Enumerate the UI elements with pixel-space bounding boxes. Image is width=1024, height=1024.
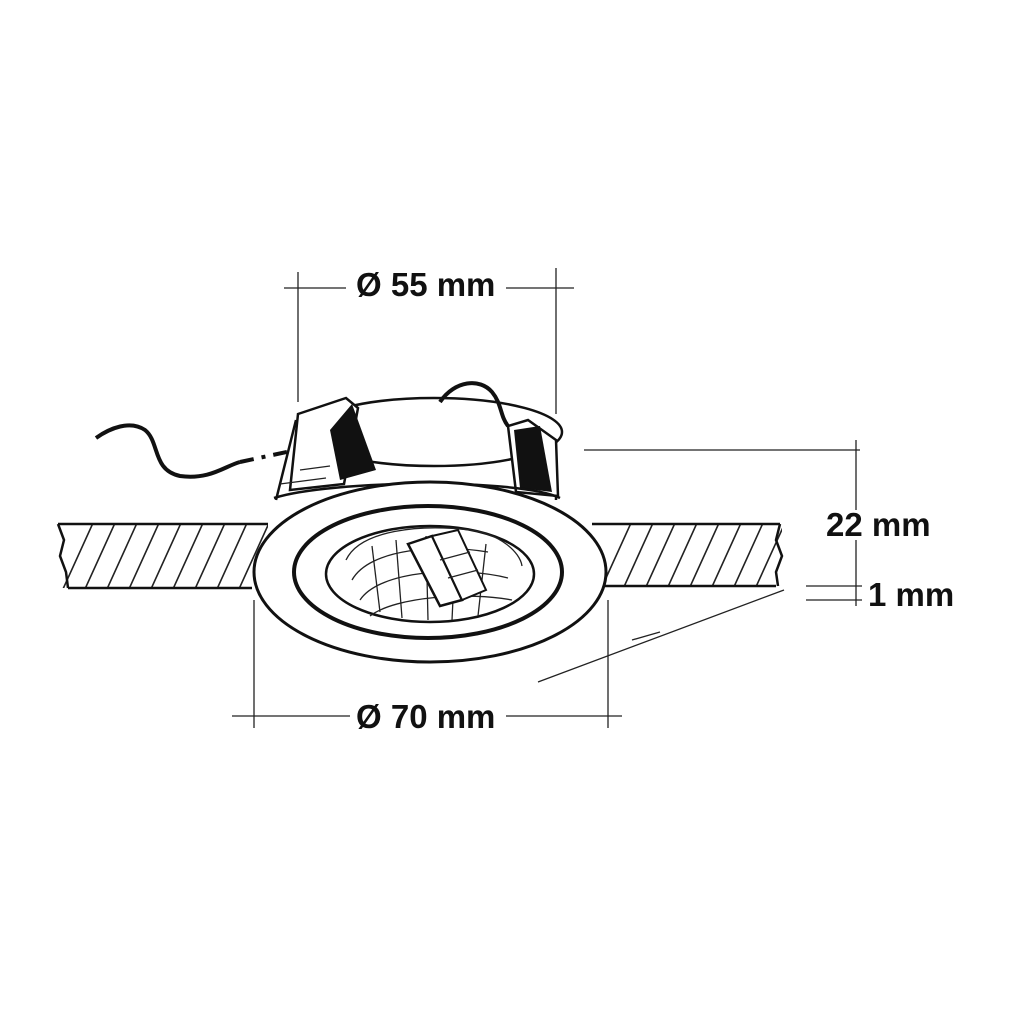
power-cable <box>94 381 510 479</box>
dimension-height <box>584 440 860 606</box>
height-label: 22 mm <box>826 506 931 543</box>
ceiling-board-right <box>592 522 784 588</box>
dimension-top-diameter <box>284 268 574 414</box>
ceiling-board-left <box>56 522 268 590</box>
dimension-bottom-diameter <box>232 600 622 728</box>
bottom-diameter-label: Ø 70 mm <box>356 698 495 735</box>
light-housing <box>273 396 564 501</box>
top-diameter-label: Ø 55 mm <box>356 266 495 303</box>
dimension-rim-thickness <box>537 585 862 683</box>
reflector-lamp <box>345 527 523 621</box>
rim-thickness-label: 1 mm <box>868 576 954 613</box>
